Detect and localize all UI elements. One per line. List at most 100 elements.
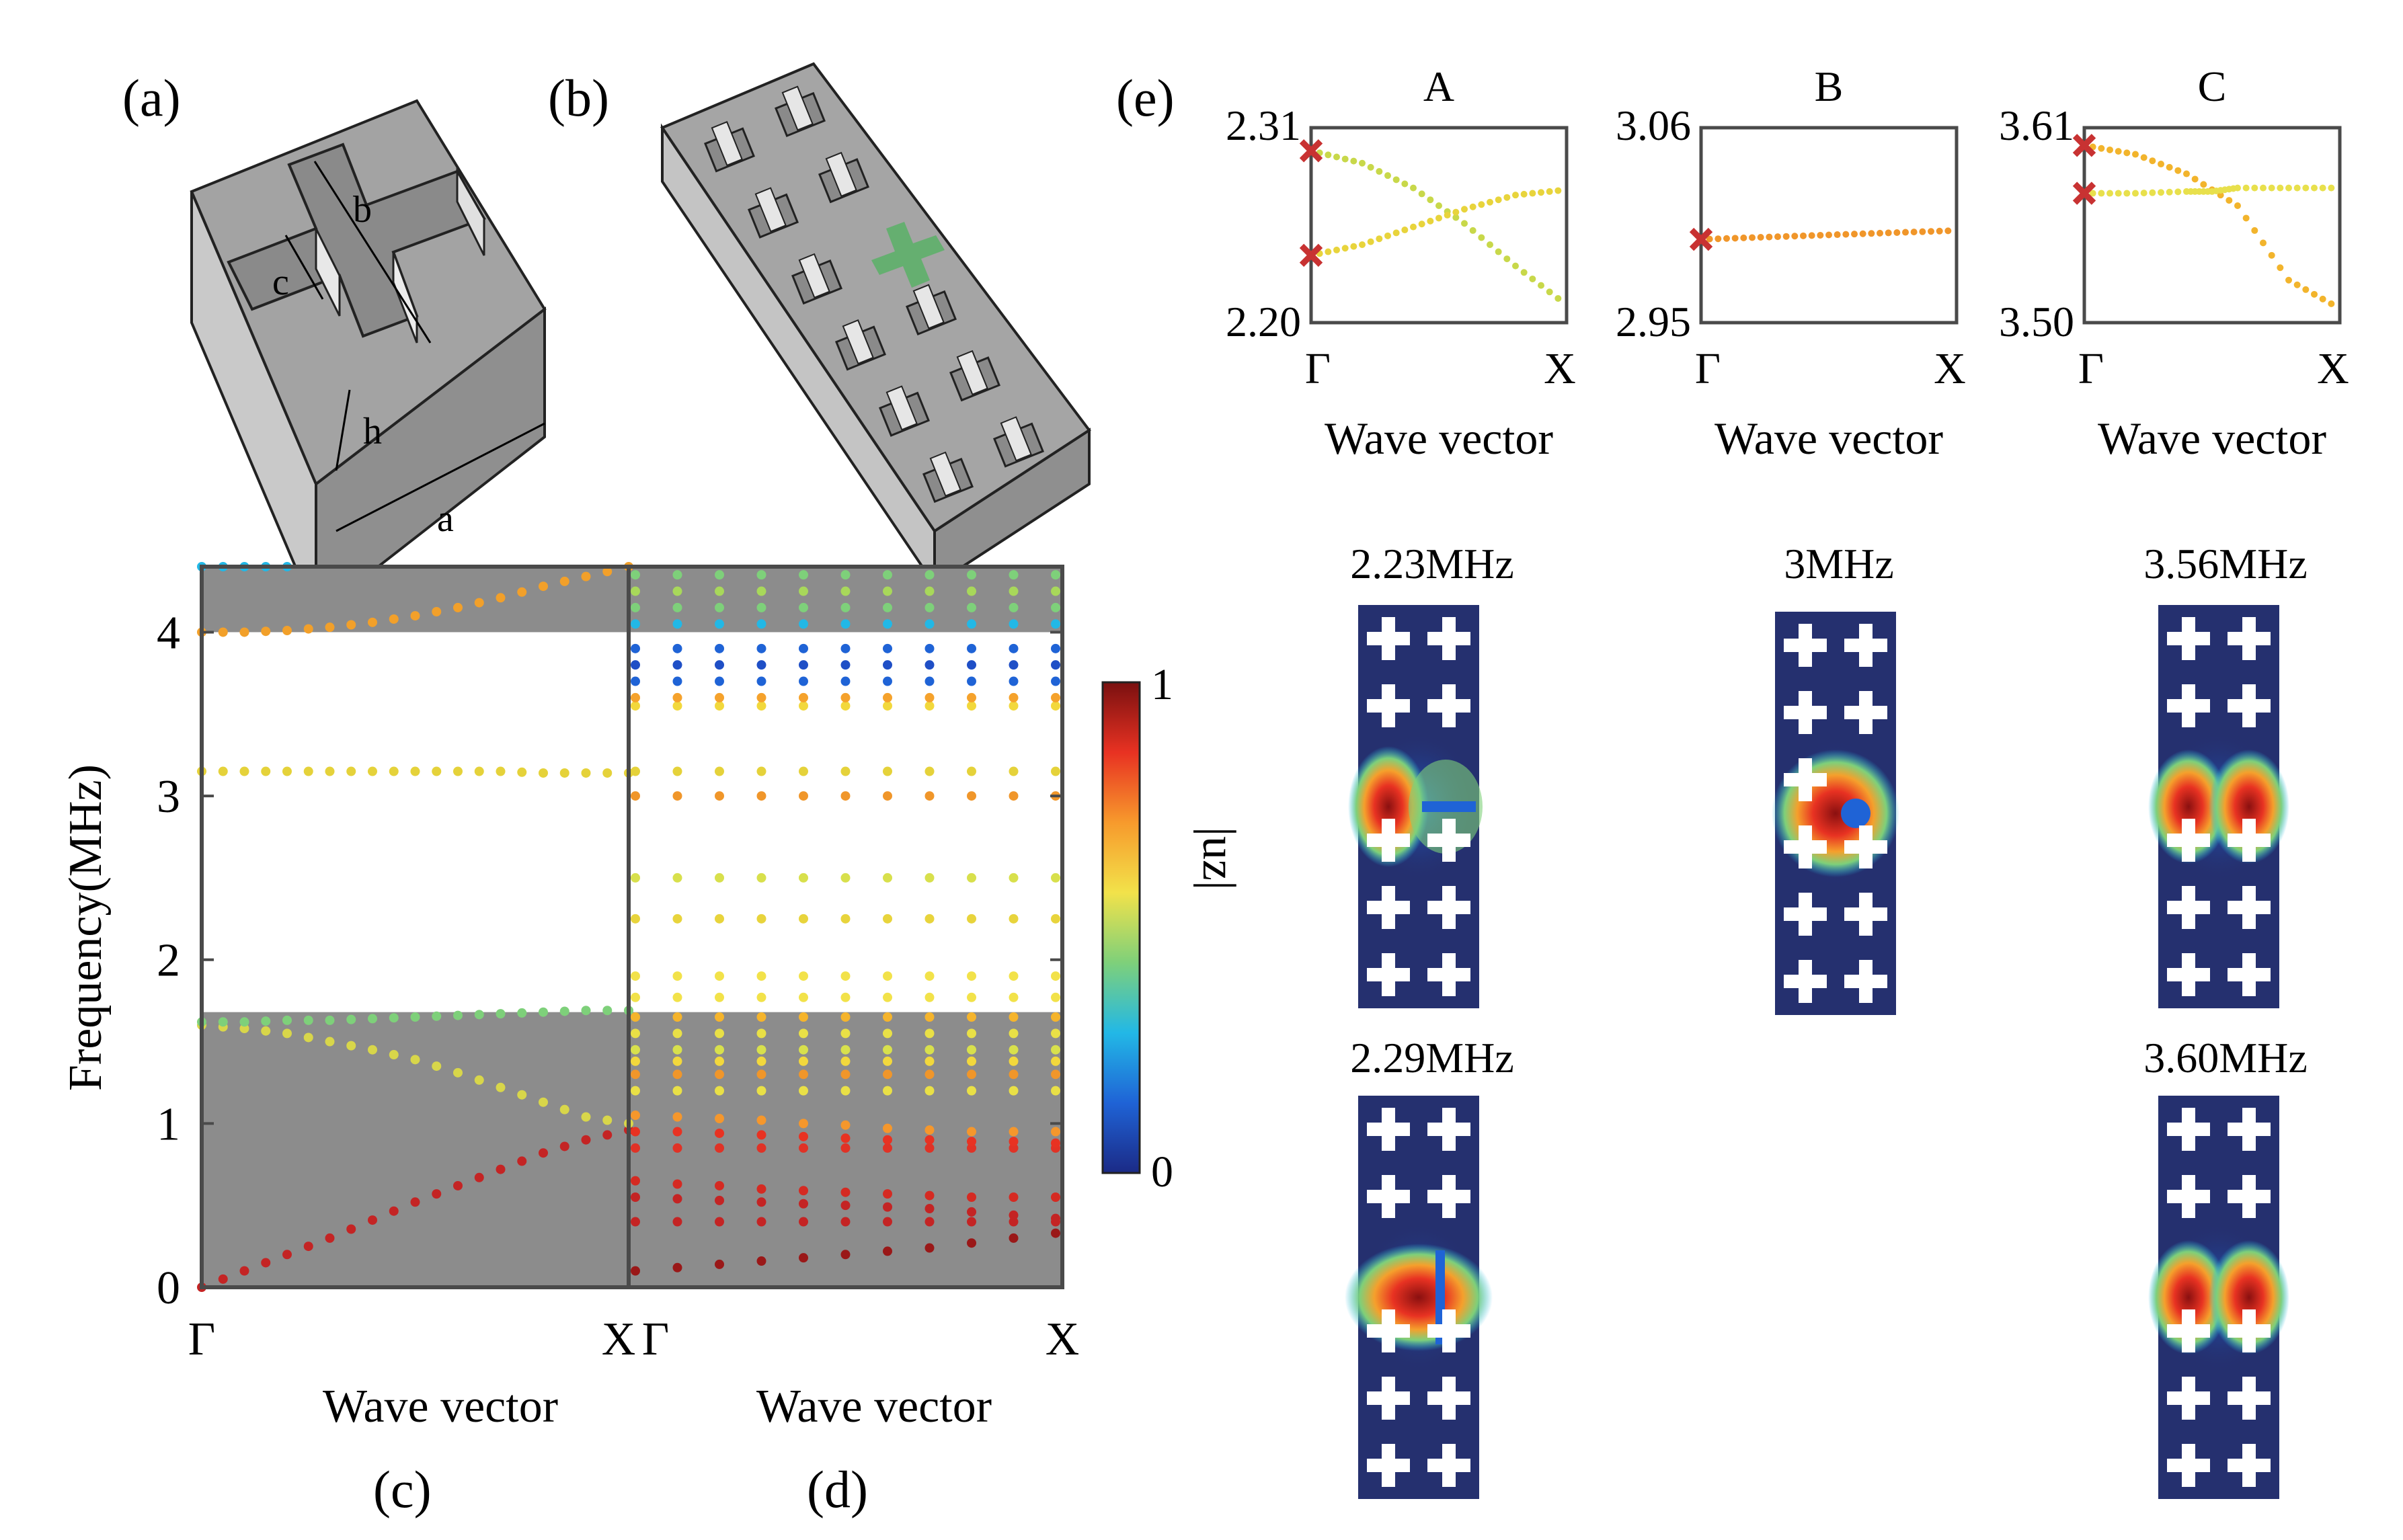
band-point: [672, 971, 682, 981]
band-point: [883, 873, 892, 883]
supercell-hole-wall: [825, 151, 857, 198]
band-point: [883, 1202, 892, 1212]
band-point: [967, 1143, 976, 1153]
band-point: [239, 766, 249, 776]
dimension-c-arrow: [284, 235, 324, 300]
mode-cross-hole: [1799, 758, 1812, 801]
band-point: [2200, 181, 2207, 188]
band-point: [1367, 163, 1374, 171]
band-point: [631, 1143, 640, 1153]
band-point: [1885, 229, 1892, 237]
band-point: [1009, 701, 1019, 711]
y-tick-label: 2.31: [1226, 102, 1301, 149]
mode-cross-hole: [1382, 1108, 1395, 1151]
band-point: [631, 1056, 640, 1066]
band-point: [325, 1015, 335, 1025]
mode-cross-hole: [2182, 1309, 2195, 1352]
band-point: [261, 766, 271, 776]
band-point: [1461, 206, 1468, 213]
mode-shape: 3.56MHz: [2143, 540, 2308, 1008]
band-point: [474, 766, 484, 776]
band-point: [1009, 1012, 1019, 1022]
band-point: [559, 1141, 569, 1151]
band-point: [672, 1056, 682, 1066]
band-point: [346, 1041, 356, 1051]
plot-frame: [2082, 126, 2342, 325]
band-point: [672, 701, 682, 711]
band-point: [1009, 1045, 1019, 1055]
band-point: [1333, 246, 1340, 253]
panel-label-c: (c): [373, 1460, 432, 1518]
band-point: [1051, 1056, 1060, 1066]
band-point: [631, 1028, 640, 1039]
band-point: [539, 1148, 548, 1158]
band-point: [672, 660, 682, 670]
y-tick-label: 0: [157, 1262, 180, 1314]
band-point: [672, 1045, 682, 1055]
band-point: [672, 1179, 682, 1189]
band-point: [967, 1192, 976, 1202]
band-point: [799, 660, 808, 670]
band-point: [218, 1274, 228, 1284]
band-point: [631, 992, 640, 1002]
band-point: [715, 602, 724, 612]
band-point: [453, 1067, 463, 1078]
mode-cross-hole: [2182, 886, 2195, 929]
band-point: [799, 570, 808, 580]
plot-frame: [1309, 126, 1569, 325]
y-tick-label: 3.61: [1999, 102, 2074, 149]
band-point: [1487, 198, 1493, 206]
band-point: [2098, 190, 2105, 197]
band-point: [1051, 992, 1060, 1002]
band-point: [840, 971, 851, 981]
plot-frame: [1699, 126, 1959, 325]
mode-cross-hole: [2242, 617, 2256, 660]
band-point: [368, 1014, 377, 1024]
band-point: [883, 701, 892, 711]
band-point: [840, 1201, 851, 1211]
band-point: [1009, 660, 1019, 670]
band-point: [1009, 1028, 1019, 1039]
band-point: [840, 660, 851, 670]
band-point: [1333, 153, 1340, 161]
band-point: [840, 602, 851, 612]
band-point: [883, 971, 892, 981]
band-point: [756, 602, 766, 612]
band-point: [2302, 184, 2310, 192]
band-point: [1051, 676, 1060, 686]
band-point: [672, 586, 682, 596]
band-point: [799, 791, 808, 801]
band-point: [672, 1217, 682, 1227]
unit-cell-inner-wall: [392, 251, 418, 343]
band-point: [672, 619, 682, 629]
band-point: [631, 1192, 640, 1202]
band-point: [303, 1032, 313, 1043]
band-point: [1800, 232, 1807, 239]
band-point: [715, 643, 724, 653]
band-point: [261, 626, 271, 637]
band-point: [631, 660, 640, 670]
mode-cross-hole: [2182, 819, 2195, 862]
band-point: [883, 1246, 892, 1256]
band-point: [1009, 1233, 1019, 1243]
band-point: [432, 1011, 442, 1021]
band-point: [474, 1075, 484, 1085]
band-point: [602, 1006, 613, 1016]
band-point: [840, 570, 851, 580]
x-tick-label: X: [1544, 344, 1576, 393]
band-point: [756, 1028, 766, 1039]
panel-label-d: (d): [807, 1460, 868, 1518]
mode-cross-hole: [1442, 1108, 1456, 1151]
band-point: [756, 1143, 766, 1153]
band-point: [2166, 163, 2173, 171]
band-point: [2311, 184, 2318, 192]
band-point: [1051, 701, 1060, 711]
band-point: [924, 1012, 935, 1022]
band-point: [967, 992, 976, 1002]
band-point: [1546, 188, 1553, 195]
band-point: [1051, 971, 1060, 981]
band-point: [715, 914, 724, 924]
mode-cross-hole: [1382, 1377, 1395, 1420]
band-point: [368, 1045, 377, 1055]
band-point: [799, 676, 808, 686]
